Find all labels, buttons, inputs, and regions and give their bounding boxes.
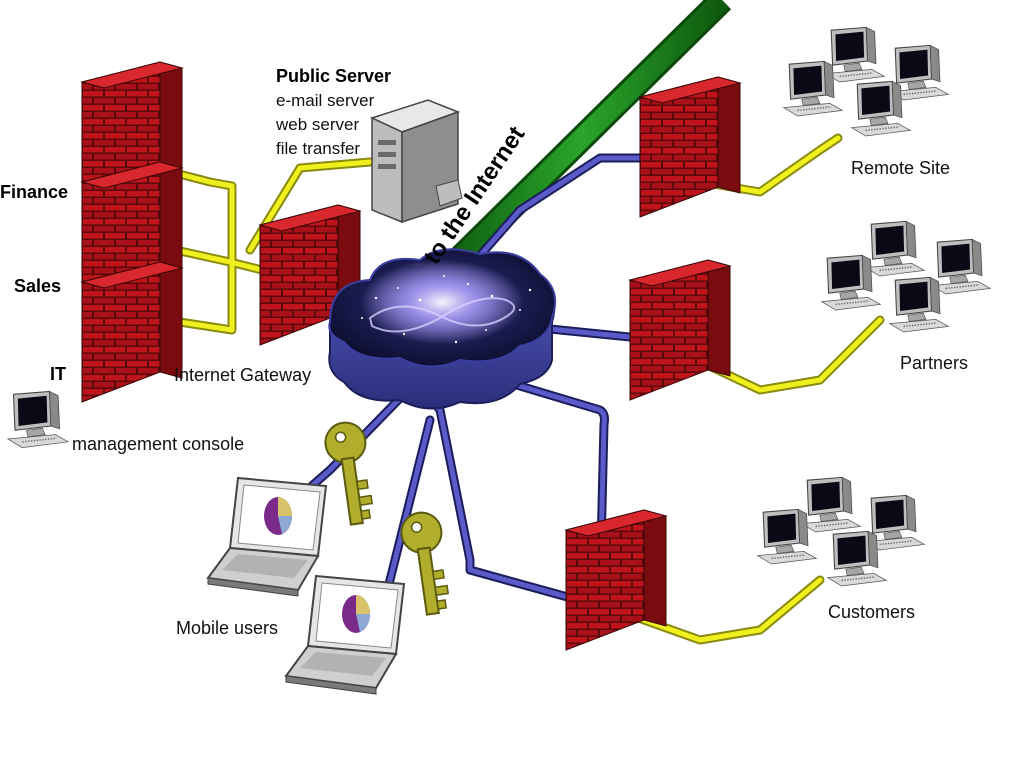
- management-console-label: management console: [72, 434, 244, 454]
- public-server-service: e-mail server: [276, 91, 375, 110]
- key-icon: [397, 509, 454, 618]
- computer-icon: [820, 254, 882, 311]
- public-server-service: web server: [275, 115, 359, 134]
- remote-site-computers: [782, 26, 950, 137]
- firewall-customers: [565, 509, 667, 651]
- firewall-it: [81, 261, 183, 403]
- server-icon: [369, 99, 463, 224]
- internet-gateway-cloud-icon: [328, 248, 556, 410]
- computer-icon: [824, 26, 886, 83]
- laptop-icon: [285, 575, 405, 695]
- department-label-finance: Finance: [0, 182, 68, 202]
- partners-computers: [820, 220, 992, 333]
- internet-pipe: [430, 0, 732, 288]
- mobile-users-label: Mobile users: [176, 618, 278, 638]
- computer-icon: [7, 390, 69, 449]
- computer-icon: [864, 220, 926, 277]
- department-label-sales: Sales: [14, 276, 61, 296]
- partners-label: Partners: [900, 353, 968, 373]
- gateway-label: Internet Gateway: [174, 365, 311, 385]
- computer-icon: [850, 80, 912, 137]
- department-label-it: IT: [50, 364, 66, 384]
- remote-site-label: Remote Site: [851, 158, 950, 178]
- computer-icon: [930, 238, 992, 295]
- computer-icon: [800, 476, 862, 533]
- firewall-remote-site: [639, 76, 741, 218]
- customers-computers: [756, 476, 926, 587]
- customers-label: Customers: [828, 602, 915, 622]
- computer-icon: [782, 60, 844, 117]
- laptop-icon: [207, 477, 327, 597]
- public-server-service: file transfer: [276, 139, 360, 158]
- computer-icon: [756, 508, 818, 565]
- firewall-partners: [629, 259, 731, 401]
- public-server-title: Public Server: [276, 66, 391, 86]
- computer-icon: [826, 530, 888, 587]
